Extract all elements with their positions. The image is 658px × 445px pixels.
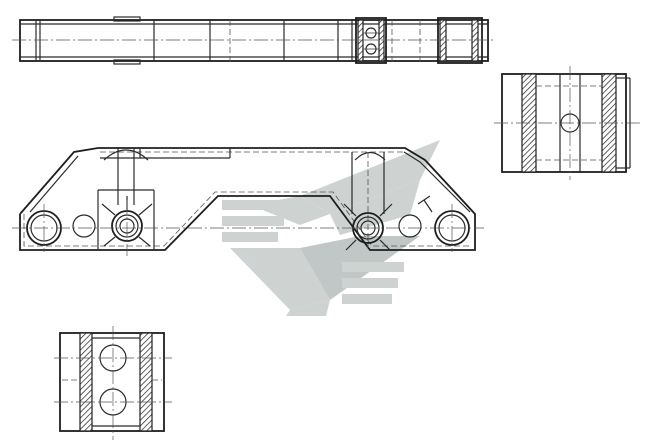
stylized-s-logo-icon bbox=[222, 140, 440, 316]
side-view bbox=[12, 147, 484, 256]
end-section-view bbox=[494, 66, 640, 180]
bottom-section-view bbox=[54, 326, 172, 440]
top-view bbox=[12, 16, 496, 65]
